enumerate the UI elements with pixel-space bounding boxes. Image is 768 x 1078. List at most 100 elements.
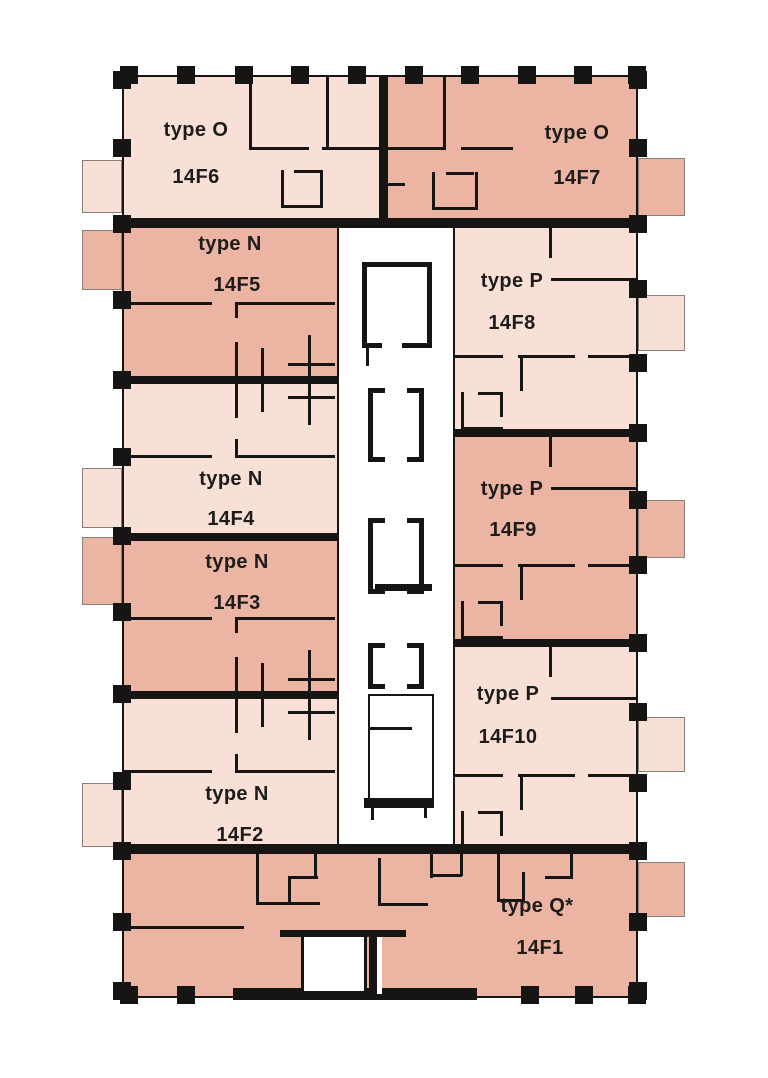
- unit-region-14f4[interactable]: [122, 380, 337, 537]
- wall-partition: [235, 439, 238, 455]
- column: [461, 66, 479, 84]
- wall-partition: [446, 172, 474, 175]
- wall-partition: [522, 872, 525, 902]
- core-wall: [375, 584, 432, 591]
- wall-partition: [455, 355, 503, 358]
- unit-number-label-14f3: 14F3: [213, 592, 261, 614]
- wall-partition: [288, 396, 335, 399]
- wall-partition: [235, 754, 238, 770]
- balcony: [638, 862, 685, 917]
- core-area: [337, 222, 455, 853]
- column: [629, 634, 647, 652]
- wall-partition: [308, 335, 311, 376]
- wall-partition: [549, 228, 552, 258]
- wall-partition: [461, 147, 513, 150]
- wall-partition: [288, 876, 291, 905]
- wall-partition: [308, 384, 311, 425]
- unit-region-14f9[interactable]: [455, 433, 638, 643]
- wall-partition: [261, 663, 264, 691]
- stair-wall: [364, 798, 434, 808]
- unit-region-14f2[interactable]: [122, 695, 337, 853]
- wall-thick: [122, 691, 337, 699]
- column: [405, 66, 423, 84]
- wall-partition: [518, 355, 575, 358]
- unit-region-14f10[interactable]: [455, 643, 638, 853]
- wall-partition: [322, 147, 383, 150]
- wall-partition: [249, 77, 252, 150]
- wall-partition: [497, 853, 500, 902]
- column: [113, 603, 131, 621]
- column: [574, 66, 592, 84]
- unit-type-label-14f5: type N: [198, 233, 262, 255]
- wall-partition: [385, 147, 443, 150]
- wall-partition: [520, 774, 523, 810]
- balcony: [82, 783, 122, 847]
- wall-partition: [551, 487, 638, 490]
- wall-tick: [424, 808, 427, 818]
- column: [113, 913, 131, 931]
- unit-number-label-14f10: 14F10: [478, 726, 538, 748]
- wall-partition: [520, 355, 523, 391]
- column: [113, 772, 131, 790]
- wall-partition: [497, 899, 525, 902]
- wall-partition: [235, 455, 335, 458]
- unit-number-label-14f7: 14F7: [553, 167, 601, 189]
- balcony: [82, 160, 122, 213]
- wall-partition: [308, 650, 311, 691]
- wall-partition: [461, 392, 464, 430]
- unit-type-label-14f7: type O: [544, 122, 610, 144]
- column: [629, 71, 647, 89]
- column: [629, 139, 647, 157]
- column: [177, 986, 195, 1004]
- wall-partition: [122, 617, 212, 620]
- column: [113, 982, 131, 1000]
- wall-partition: [518, 774, 575, 777]
- wall-partition: [461, 427, 503, 430]
- column: [629, 556, 647, 574]
- unit-region-14f5[interactable]: [122, 222, 337, 380]
- unit-number-label-14f6: 14F6: [172, 166, 220, 188]
- column: [113, 215, 131, 233]
- column: [177, 66, 195, 84]
- unit-number-label-14f1: 14F1: [516, 937, 564, 959]
- wall-partition: [460, 853, 463, 876]
- wall-partition: [326, 77, 329, 150]
- column: [113, 448, 131, 466]
- balcony: [82, 468, 122, 528]
- column: [629, 491, 647, 509]
- balcony: [82, 537, 122, 605]
- wall-partition: [432, 207, 478, 210]
- wall-partition: [551, 278, 638, 281]
- unit-type-label-14f6: type O: [163, 119, 229, 141]
- wall-partition: [235, 770, 335, 773]
- unit-type-label-14f8: type P: [480, 270, 544, 292]
- column: [113, 842, 131, 860]
- wall-thick: [455, 639, 638, 647]
- column: [518, 66, 536, 84]
- wall-partition: [500, 811, 503, 836]
- wall-partition: [280, 930, 406, 937]
- wall-partition: [235, 657, 238, 691]
- unit-number-label-14f9: 14F9: [489, 519, 537, 541]
- wall-partition: [455, 774, 503, 777]
- unit-type-label-14f2: type N: [205, 783, 269, 805]
- column: [235, 66, 253, 84]
- wall-partition: [385, 183, 405, 186]
- wall-partition: [122, 926, 244, 929]
- wall-partition: [235, 342, 238, 376]
- balcony: [638, 295, 685, 351]
- wall-thick: [455, 429, 638, 437]
- wall-thick: [379, 75, 388, 222]
- wall-partition: [461, 811, 464, 849]
- balcony: [638, 500, 685, 558]
- balcony: [638, 717, 685, 772]
- unit-region-14f3[interactable]: [122, 537, 337, 695]
- wall-partition: [122, 770, 212, 773]
- balcony: [638, 158, 685, 216]
- unit-type-label-14f1: type Q*: [500, 895, 574, 917]
- wall-partition: [518, 564, 575, 567]
- column: [629, 215, 647, 233]
- shaft-gap: [377, 937, 382, 994]
- unit-region-14f8[interactable]: [455, 222, 638, 433]
